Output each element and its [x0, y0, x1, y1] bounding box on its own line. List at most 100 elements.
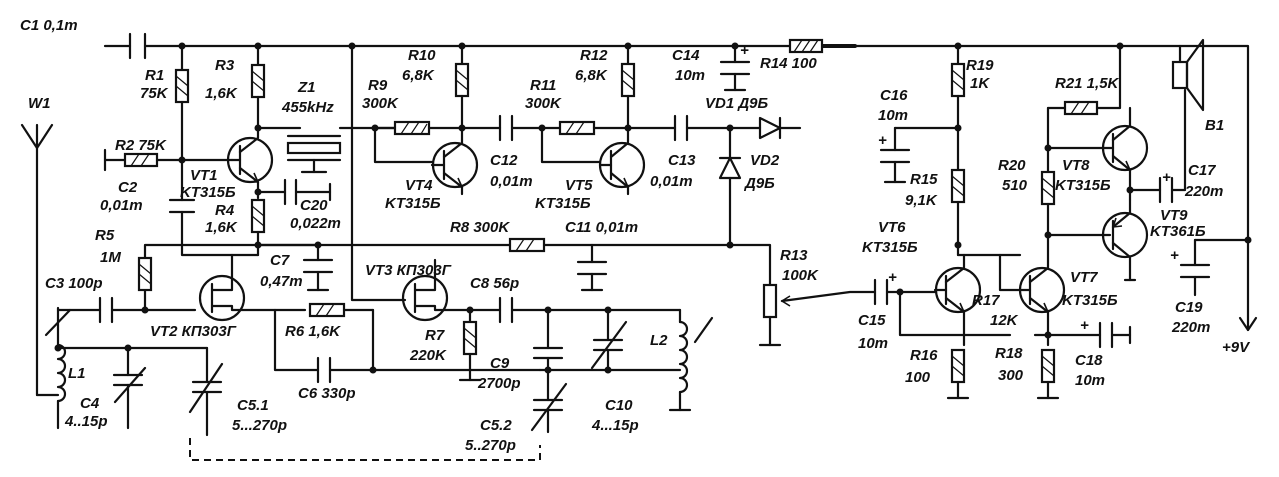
label-c19-value: 220m — [1171, 319, 1210, 336]
label-r7: R7 — [425, 327, 445, 344]
resistor-r8 — [256, 237, 772, 287]
label-b1: B1 — [1205, 117, 1224, 134]
label-r20-value: 510 — [1002, 177, 1028, 194]
capacitor-c20 — [256, 178, 332, 206]
resistor-r4 — [250, 198, 266, 257]
resistor-r18 — [1036, 348, 1060, 400]
resistor-r21 — [1046, 44, 1122, 116]
inductor-l1 — [44, 306, 72, 430]
label-c4-value: 4..15p — [64, 413, 108, 430]
label-vt9: VT9 — [1160, 207, 1188, 224]
label-vt7: VT7 — [1070, 269, 1098, 286]
label-r2: R2 75K — [115, 137, 167, 154]
label-vt8-type: KT315Б — [1055, 177, 1111, 194]
label-l2: L2 — [650, 332, 668, 349]
label-r5-value: 1M — [100, 249, 121, 266]
capacitor-c19 — [1179, 238, 1250, 297]
transistor-vt2 — [198, 253, 307, 322]
label-c13: C13 — [668, 152, 696, 169]
label-c3: C3 100p — [45, 275, 103, 292]
label-plus-c18: + — [1080, 317, 1089, 334]
label-r17: R17 — [972, 292, 1000, 309]
label-r11-value: 300K — [525, 95, 562, 112]
resistor-r16 — [946, 348, 970, 400]
capacitor-c8 — [498, 296, 682, 324]
label-c15: C15 — [858, 312, 886, 329]
resistor-r19 — [950, 44, 966, 172]
label-c16: C16 — [880, 87, 908, 104]
capacitor-c12 — [460, 114, 562, 142]
label-c7-value: 0,47m — [260, 273, 303, 290]
label-c17: C17 — [1188, 162, 1216, 179]
label-c13-value: 0,01m — [650, 173, 693, 190]
label-vd2-type: Д9Б — [743, 175, 775, 192]
resistor-r5 — [137, 243, 260, 312]
label-vt5-type: KT315Б — [535, 195, 591, 212]
label-c5-2: C5.2 — [480, 417, 512, 434]
transistor-vt3 — [350, 44, 502, 372]
label-r3: R3 — [215, 57, 235, 74]
label-c5-2-value: 5..270p — [465, 437, 516, 454]
diode-vd2 — [718, 126, 742, 247]
label-vt6-type: KT315Б — [862, 239, 918, 256]
label-c4: C4 — [80, 395, 100, 412]
label-r10: R10 — [408, 47, 436, 64]
label-r11: R11 — [530, 77, 556, 94]
resistor-r10 — [454, 44, 470, 142]
label-c11: C11 0,01m — [565, 219, 638, 236]
label-r15-value: 9,1K — [905, 192, 938, 209]
resistor-r12 — [620, 44, 636, 142]
label-c6: C6 330p — [298, 385, 356, 402]
label-c16-value: 10m — [878, 107, 908, 124]
label-r6: R6 1,6K — [285, 323, 341, 340]
label-vd2: VD2 — [750, 152, 780, 169]
label-r7-value: 220K — [409, 347, 447, 364]
label-c20: C20 — [300, 197, 328, 214]
label-c14-value: 10m — [675, 67, 705, 84]
capacitor-c9 — [532, 308, 564, 372]
label-r18-value: 300 — [998, 367, 1024, 384]
label-r9-value: 300K — [362, 95, 399, 112]
label-vt5: VT5 — [565, 177, 593, 194]
label-z1: Z1 — [297, 79, 316, 96]
label-r12-value: 6,8K — [575, 67, 608, 84]
resistor-r2 — [103, 148, 234, 172]
transistor-vt5 — [598, 138, 646, 196]
label-c1: C1 0,1m — [20, 17, 78, 34]
label-plus-c14: + — [740, 42, 749, 59]
label-r3-value: 1,6K — [205, 85, 238, 102]
label-vt3: VT3 КП303Г — [365, 262, 452, 279]
resistor-r1 — [174, 44, 190, 202]
label-c18-value: 10m — [1075, 372, 1105, 389]
resistor-r9 — [373, 120, 464, 164]
gang-link-c5 — [189, 438, 541, 461]
capacitor-c11 — [576, 243, 608, 292]
capacitor-c3 — [56, 296, 197, 324]
resistor-r20 — [1040, 106, 1112, 237]
label-c17-value: 220m — [1184, 183, 1223, 200]
label-r1-value: 75K — [140, 85, 169, 102]
label-c7: C7 — [270, 252, 290, 269]
transistor-vt4 — [430, 138, 479, 196]
transistor-vt9 — [1101, 198, 1149, 282]
label-c15-value: 10m — [858, 335, 888, 352]
label-r1: R1 — [145, 67, 164, 84]
label-r13-value: 100K — [782, 267, 819, 284]
label-r17-value: 12K — [990, 312, 1019, 329]
label-r21: R21 1,5K — [1055, 75, 1120, 92]
label-r4-value: 1,6K — [205, 219, 238, 236]
label-c19: C19 — [1175, 299, 1203, 316]
label-r20: R20 — [998, 157, 1026, 174]
label-plus-c15: + — [888, 269, 897, 286]
label-c2-value: 0,01m — [100, 197, 143, 214]
label-r12: R12 — [580, 47, 608, 64]
label-c18: C18 — [1075, 352, 1103, 369]
capacitor-c14 — [719, 44, 751, 92]
label-r14: R14 100 — [760, 55, 817, 72]
label-vt9-type: KT361Б — [1150, 223, 1206, 240]
label-plus-c16: + — [878, 132, 887, 149]
label-r18: R18 — [995, 345, 1023, 362]
antenna-w1 — [20, 123, 60, 397]
